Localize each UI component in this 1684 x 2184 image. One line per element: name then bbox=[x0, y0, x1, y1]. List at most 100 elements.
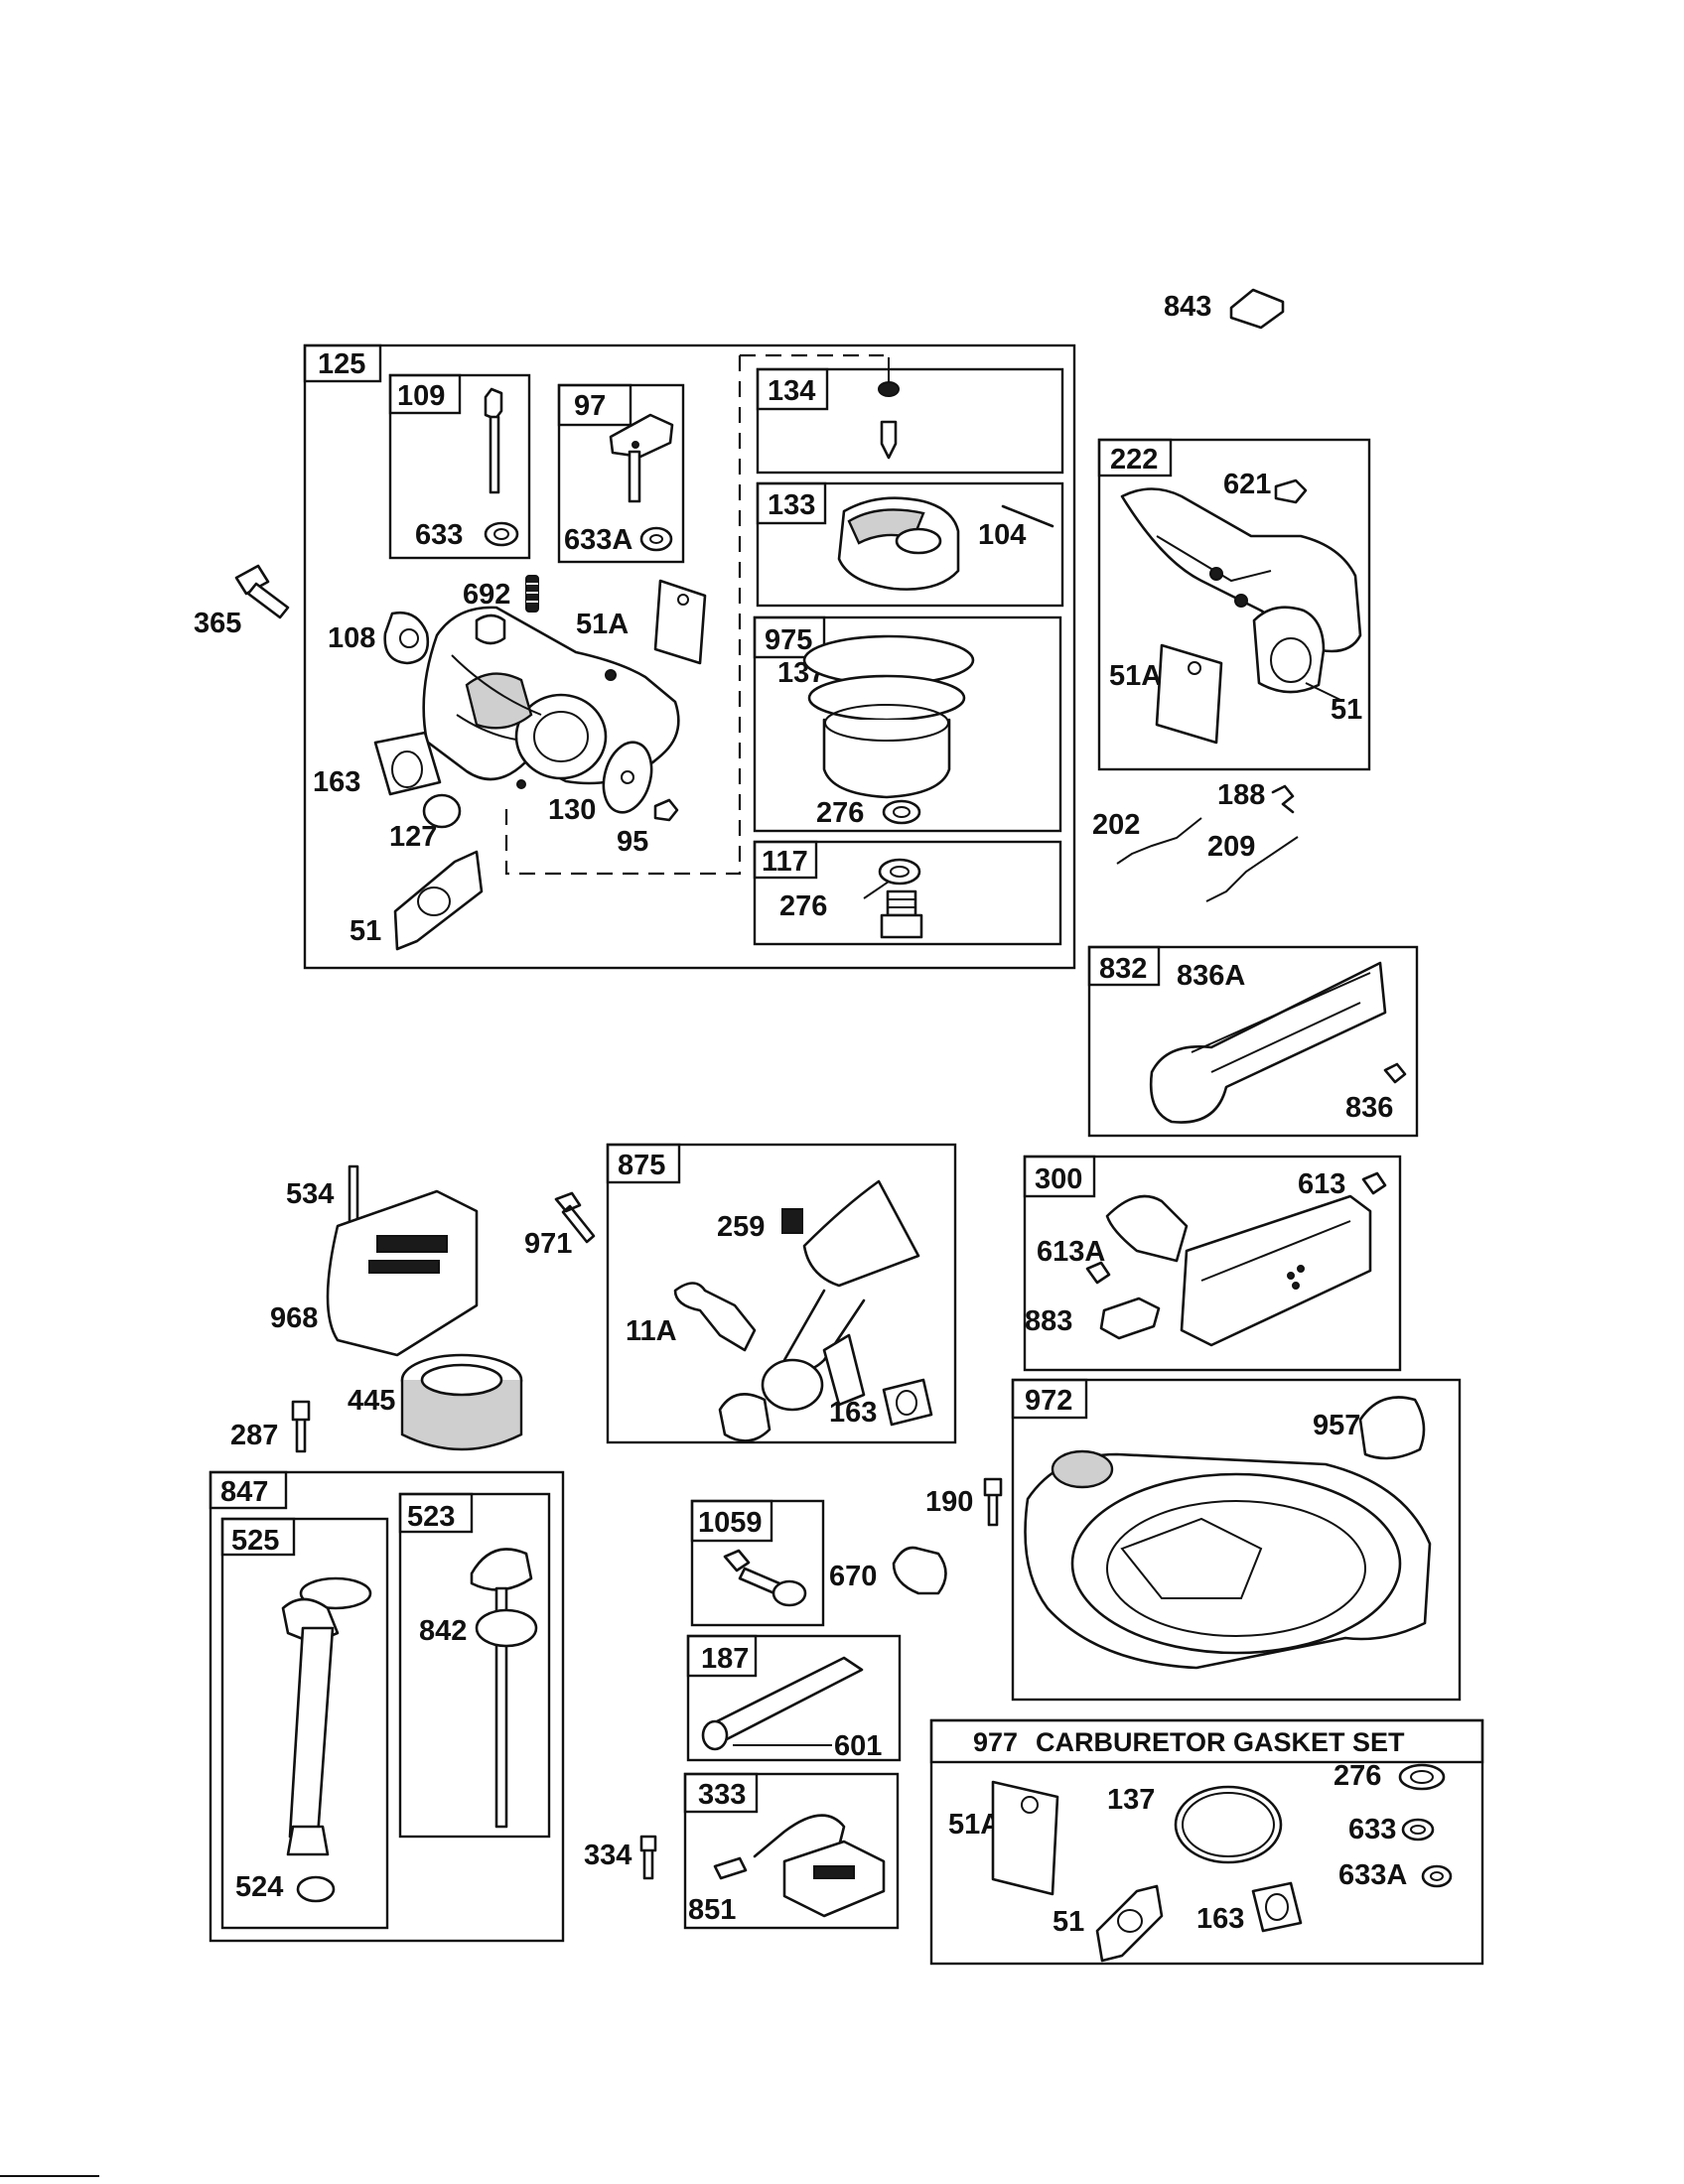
callout-125: 125 bbox=[318, 348, 365, 380]
gasket-label-633: 633 bbox=[1348, 1814, 1396, 1845]
label-613: 613 bbox=[1298, 1168, 1345, 1200]
callout-109: 109 bbox=[397, 380, 445, 412]
label-971: 971 bbox=[524, 1228, 572, 1260]
air-cleaner-cover-968-icon bbox=[326, 1189, 479, 1357]
label-836: 836 bbox=[1345, 1092, 1393, 1124]
bowl-nut-117-icon bbox=[880, 889, 923, 939]
group-972: 972 957 bbox=[1011, 1378, 1462, 1702]
gasket-label-276: 276 bbox=[1333, 1760, 1381, 1792]
group-875: 875 259 11A 163 bbox=[606, 1143, 957, 1444]
label-842: 842 bbox=[419, 1615, 467, 1647]
blower-housing-972-icon bbox=[1024, 1449, 1432, 1670]
part-843-icon bbox=[1229, 288, 1285, 330]
muffler-300-icon bbox=[1105, 1194, 1372, 1347]
group-832: 832 836A 836 bbox=[1087, 945, 1419, 1138]
callout-832: 832 bbox=[1099, 953, 1147, 985]
gasket-label-163: 163 bbox=[1196, 1903, 1244, 1935]
callout-134: 134 bbox=[768, 375, 815, 407]
callout-523: 523 bbox=[407, 1501, 455, 1533]
throttle-shaft-97-icon bbox=[609, 413, 674, 503]
label-163: 163 bbox=[313, 766, 360, 798]
label-334: 334 bbox=[584, 1840, 632, 1871]
label-130: 130 bbox=[548, 794, 596, 826]
label-836A: 836A bbox=[1177, 960, 1245, 992]
group-125-carburetor: 125 109 633 97 633A 134 bbox=[303, 343, 1076, 970]
callout-847: 847 bbox=[220, 1476, 268, 1508]
air-filter-445-icon bbox=[400, 1353, 523, 1451]
gasket-set-number: 977 bbox=[973, 1727, 1018, 1757]
callout-875: 875 bbox=[618, 1150, 665, 1181]
callout-1059: 1059 bbox=[698, 1507, 763, 1539]
callout-975: 975 bbox=[765, 624, 812, 656]
label-190: 190 bbox=[925, 1486, 973, 1518]
label-633: 633 bbox=[415, 519, 463, 551]
callout-133: 133 bbox=[768, 489, 815, 521]
label-851: 851 bbox=[688, 1894, 736, 1926]
label-209: 209 bbox=[1207, 831, 1255, 863]
callout-972: 972 bbox=[1025, 1385, 1072, 1417]
label-957: 957 bbox=[1313, 1410, 1360, 1441]
bolt-971-icon bbox=[554, 1191, 596, 1244]
float-133-icon bbox=[837, 496, 960, 591]
screw-334-icon bbox=[639, 1835, 657, 1880]
carburetor-body-icon bbox=[422, 606, 680, 789]
callout-300: 300 bbox=[1035, 1163, 1082, 1195]
screw-287-icon bbox=[291, 1400, 311, 1453]
label-51A-222: 51A bbox=[1109, 660, 1162, 692]
label-51-222: 51 bbox=[1331, 694, 1362, 726]
label-445: 445 bbox=[348, 1385, 395, 1417]
screw-188-icon bbox=[1271, 784, 1295, 814]
gasket-label-137: 137 bbox=[1107, 1784, 1155, 1816]
callout-222: 222 bbox=[1110, 444, 1158, 476]
spring-692-icon bbox=[525, 575, 539, 613]
label-692: 692 bbox=[463, 579, 510, 611]
label-51A: 51A bbox=[576, 609, 629, 640]
label-95: 95 bbox=[617, 826, 648, 858]
label-534: 534 bbox=[286, 1178, 334, 1210]
group-1059: 1059 bbox=[690, 1499, 825, 1627]
dipstick-523-icon bbox=[470, 1548, 533, 1829]
bolt-365-icon bbox=[234, 564, 290, 619]
label-621: 621 bbox=[1223, 469, 1271, 500]
group-187: 187 601 bbox=[686, 1634, 902, 1762]
label-51: 51 bbox=[350, 915, 381, 947]
label-259: 259 bbox=[717, 1211, 765, 1243]
label-276: 276 bbox=[816, 797, 864, 829]
label-104: 104 bbox=[978, 519, 1026, 551]
callout-117: 117 bbox=[762, 846, 808, 878]
label-968: 968 bbox=[270, 1302, 318, 1334]
label-843: 843 bbox=[1164, 291, 1211, 323]
label-601: 601 bbox=[834, 1730, 882, 1762]
group-847: 847 525 524 523 842 bbox=[209, 1470, 565, 1943]
gasket-set-title: CARBURETOR GASKET SET bbox=[1036, 1727, 1405, 1757]
needle-109-icon bbox=[484, 387, 503, 494]
label-108: 108 bbox=[328, 622, 375, 654]
callout-333: 333 bbox=[698, 1779, 746, 1811]
label-276b: 276 bbox=[779, 890, 827, 922]
label-365: 365 bbox=[194, 608, 241, 639]
bushing-670-icon bbox=[892, 1546, 947, 1595]
callout-187: 187 bbox=[701, 1643, 749, 1675]
label-127: 127 bbox=[389, 821, 437, 853]
callout-97: 97 bbox=[574, 390, 606, 422]
label-202: 202 bbox=[1092, 809, 1140, 841]
gasket-label-51: 51 bbox=[1052, 1906, 1084, 1938]
float-bowl-975-icon bbox=[802, 634, 975, 799]
spring-209-icon bbox=[1205, 836, 1299, 902]
callout-525: 525 bbox=[231, 1525, 279, 1557]
label-883: 883 bbox=[1025, 1305, 1072, 1337]
label-613A: 613A bbox=[1037, 1236, 1105, 1268]
group-222-governor: 222 621 51A 51 bbox=[1097, 438, 1371, 771]
link-202-icon bbox=[1116, 817, 1202, 865]
needle-valve-134-icon bbox=[878, 357, 900, 460]
label-163-875: 163 bbox=[829, 1397, 877, 1429]
label-670: 670 bbox=[829, 1561, 877, 1592]
label-524: 524 bbox=[235, 1871, 283, 1903]
group-300: 300 613 613A 883 bbox=[1023, 1155, 1402, 1372]
screw-190-icon bbox=[983, 1477, 1003, 1527]
label-287: 287 bbox=[230, 1420, 278, 1451]
label-11A: 11A bbox=[626, 1315, 677, 1347]
group-333: 333 851 bbox=[683, 1772, 900, 1930]
oil-fill-tube-525-icon bbox=[281, 1576, 372, 1856]
